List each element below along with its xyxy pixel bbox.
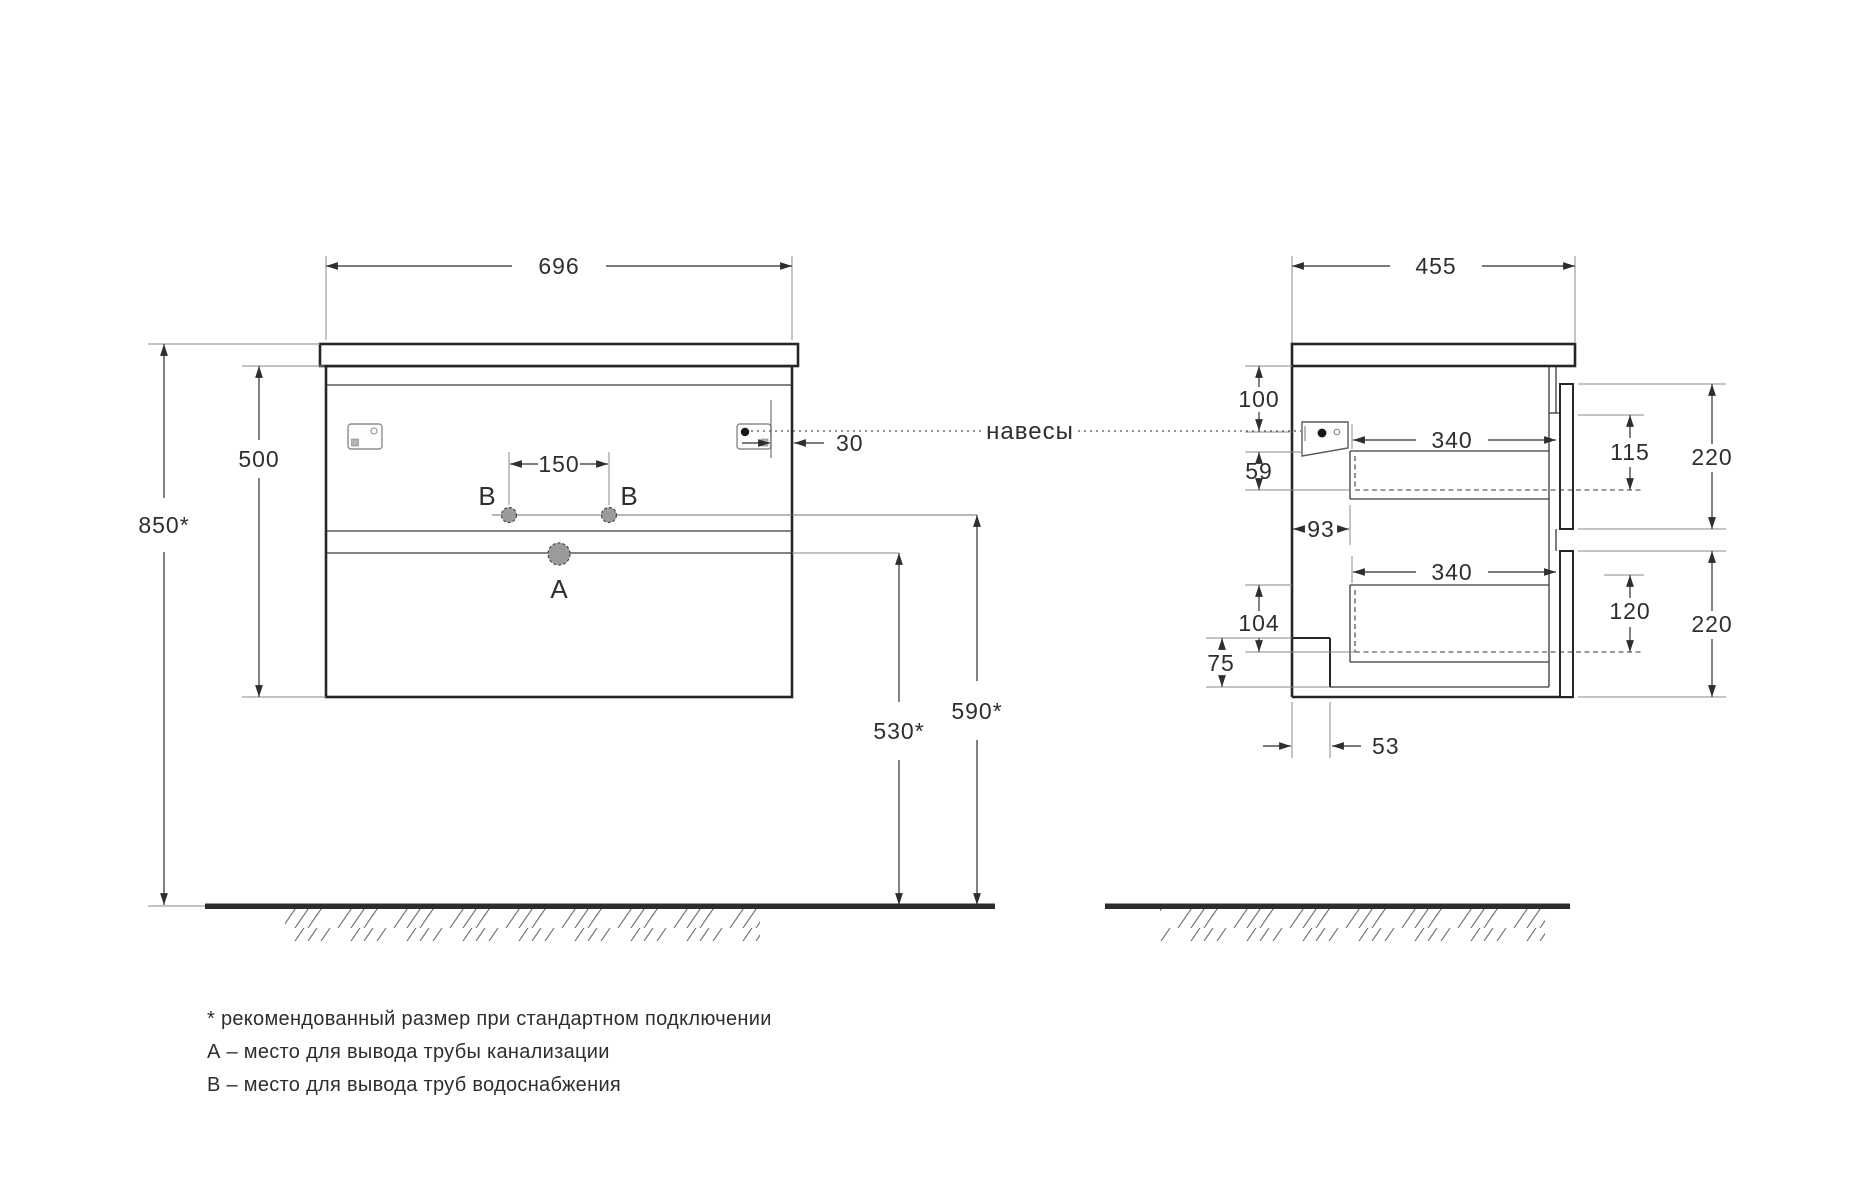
side-view: 455 100 59 93 340 340 115 (1206, 253, 1732, 759)
front1-height-dim-label: 220 (1691, 444, 1732, 470)
point-a-label: A (550, 574, 568, 604)
drawer2-inner-dim-label: 120 (1609, 598, 1650, 624)
bracket-hole-detail (370, 427, 378, 435)
side-countertop (1290, 342, 1577, 368)
faucet-spacing-dim-label: 150 (538, 451, 579, 477)
total-height-dim-label: 850* (138, 512, 189, 538)
drawer1-front (1559, 383, 1574, 530)
brackets-callout-label: навесы (986, 418, 1074, 445)
front-left-bracket-icon (347, 423, 383, 450)
footnote-recommended: * рекомендованный размер при стандартном… (207, 1008, 772, 1030)
bracket-drop-dim-label: 59 (1245, 458, 1273, 484)
bracket-inset-dim-label: 30 (836, 430, 864, 456)
floor-hatching-left (285, 909, 760, 941)
back-inner-dim-label: 104 (1238, 610, 1279, 636)
body-height-dim-label: 500 (238, 446, 279, 472)
recess-height-dim-label: 75 (1207, 650, 1235, 676)
back-clearance-dim-label: 93 (1307, 516, 1335, 542)
drawer2-depth-dim-label: 340 (1431, 559, 1472, 585)
floor-line-left (205, 903, 995, 909)
depth-dim-label: 455 (1415, 253, 1456, 279)
brackets-callout: навесы (751, 418, 1301, 445)
drawer1-depth-dim-label: 340 (1431, 427, 1472, 453)
drain-hole (547, 542, 571, 566)
front2-height-dim-label: 220 (1691, 611, 1732, 637)
drawer1-inner-dim-label: 115 (1610, 439, 1650, 465)
supply-height-dim-label: 590* (951, 698, 1002, 724)
footnotes: * рекомендованный размер при стандартном… (207, 1008, 772, 1096)
water-supply-hole-left (500, 506, 518, 524)
front-right-bracket-icon (736, 423, 772, 450)
footnote-point-b: В – место для вывода труб водоснабжения (207, 1074, 621, 1096)
top-clearance-dim-label: 100 (1238, 386, 1279, 412)
point-b-left-label: B (478, 481, 495, 511)
point-b-right-label: B (620, 481, 637, 511)
bracket-screw-point (1317, 428, 1327, 438)
drain-height-dim-label: 530* (873, 718, 924, 744)
bracket-hatch-detail (351, 438, 359, 447)
front-view: B B A 696 850* 500 150 30 530* (138, 253, 1002, 905)
water-supply-hole-right (600, 506, 618, 524)
floor (148, 903, 1570, 941)
bracket-screw-point (740, 427, 750, 437)
side-bracket-icon (1301, 421, 1349, 457)
front-countertop (318, 342, 800, 368)
recess-depth-dim-label: 53 (1372, 733, 1400, 759)
floor-hatching-right (1160, 909, 1545, 941)
footnote-point-a: А – место для вывода трубы канализации (207, 1041, 610, 1063)
floor-line-right (1105, 903, 1570, 909)
drawer2-front (1559, 550, 1574, 698)
bracket-hole-detail (1333, 428, 1341, 436)
width-dim-label: 696 (538, 253, 579, 279)
